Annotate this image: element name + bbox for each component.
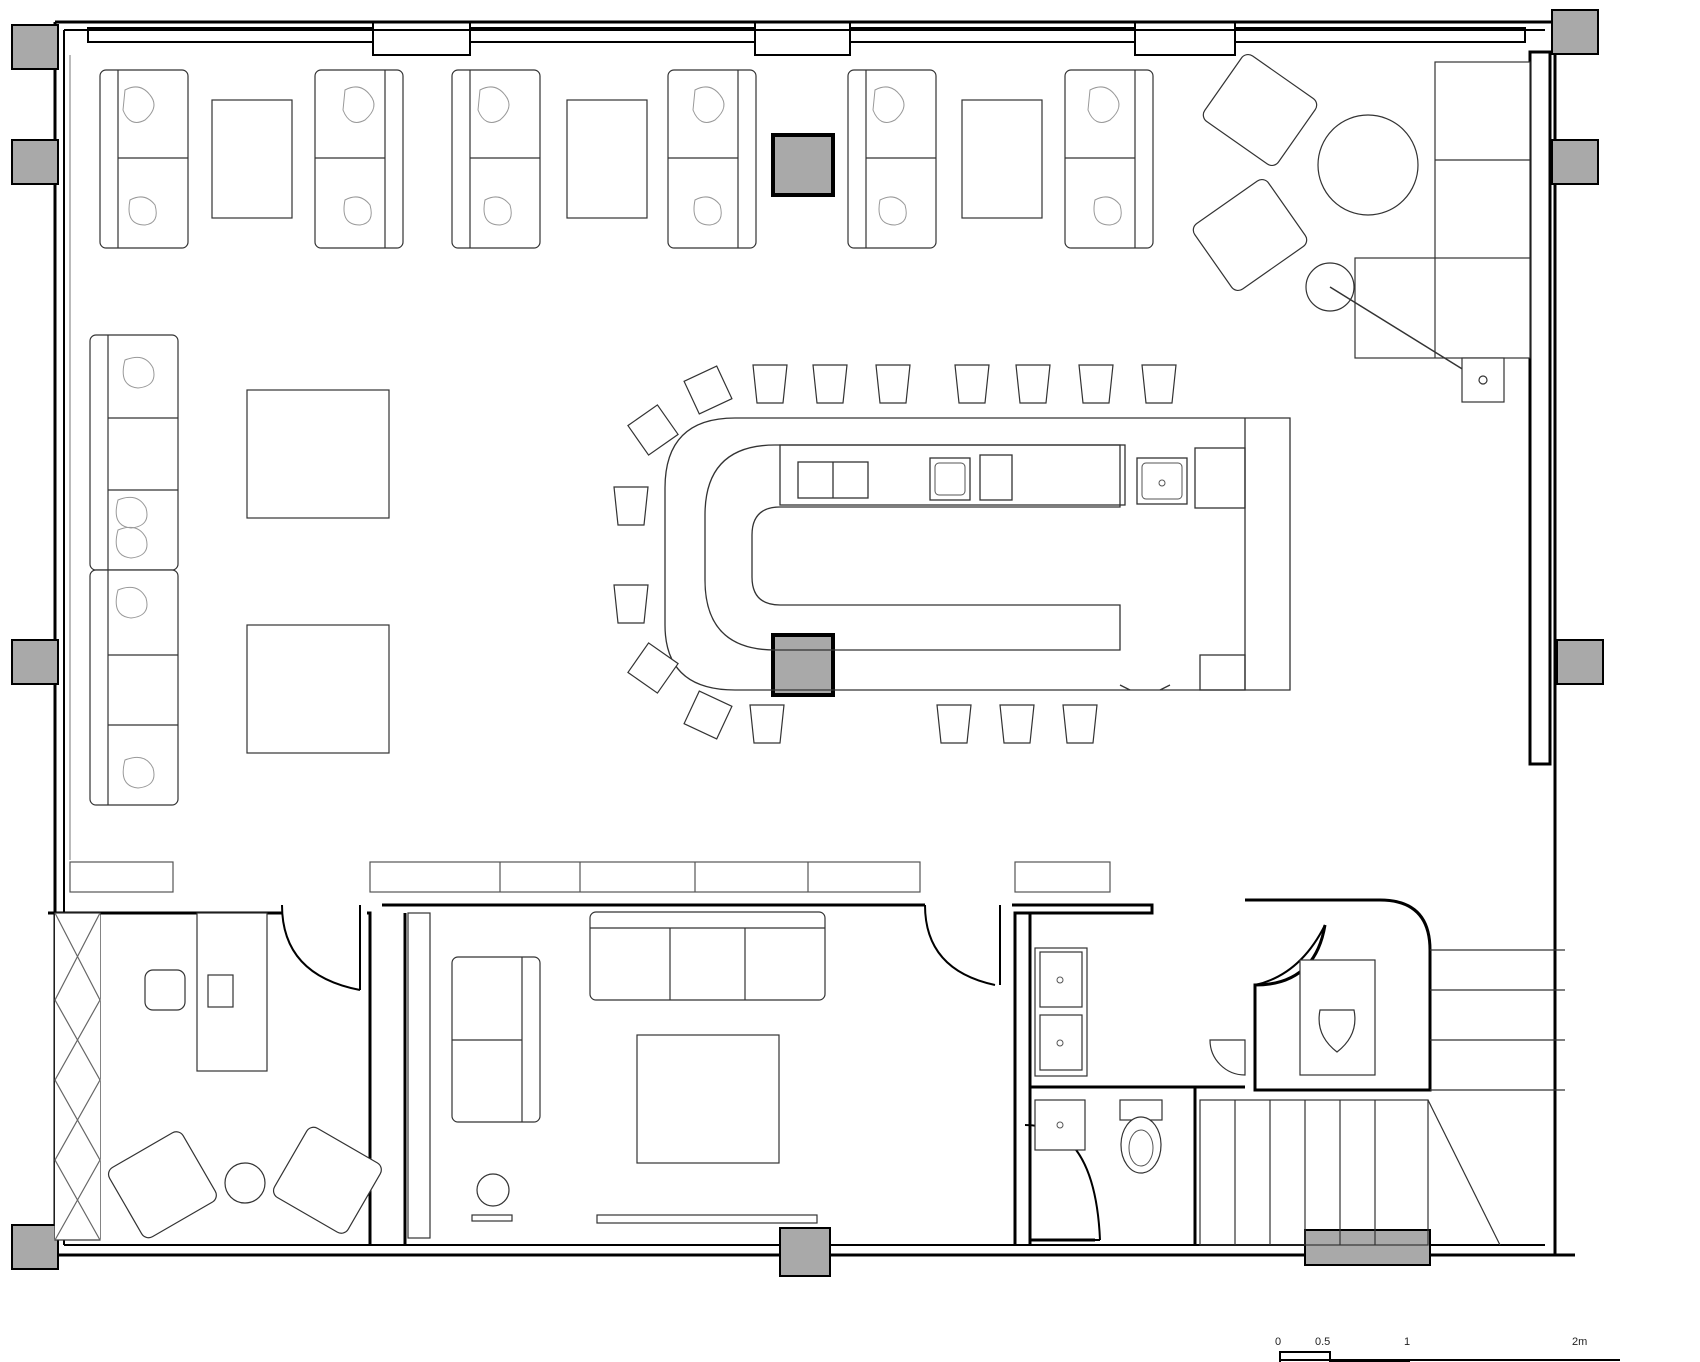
stair — [1199, 949, 1565, 1246]
scale-tick-2m: 2m — [1572, 1336, 1588, 1348]
cushion-icon — [122, 86, 1122, 226]
bar-counter — [664, 417, 1291, 691]
toilet-icon — [1128, 1129, 1154, 1167]
top-tables — [211, 99, 1043, 219]
top-windows — [87, 22, 1526, 56]
banquette-cushions — [115, 356, 155, 789]
scale-bar — [1279, 1351, 1620, 1362]
glass-partitions — [69, 861, 1111, 893]
structural-columns — [11, 9, 1604, 1277]
lounge-corner — [1192, 53, 1531, 403]
scale-tick-0: 0 — [1275, 1336, 1282, 1348]
top-booths — [99, 69, 1154, 249]
scale-tick-1: 1 — [1404, 1336, 1411, 1348]
sink-icon — [934, 462, 1183, 500]
armchair-icon — [1192, 53, 1318, 292]
urinal-icon — [1318, 1009, 1356, 1053]
left-tables — [246, 389, 390, 754]
scale-tick-0-5: 0.5 — [1315, 1336, 1331, 1348]
sink-icon — [1056, 976, 1064, 1129]
stool-icon — [613, 364, 1177, 744]
meeting-room — [407, 911, 826, 1239]
office — [54, 912, 382, 1241]
right-window-wall — [1528, 50, 1552, 766]
washrooms — [1034, 947, 1376, 1174]
desk-chair-icon — [144, 969, 186, 1011]
armchair-icon — [107, 1126, 382, 1239]
left-banquette — [89, 334, 179, 806]
